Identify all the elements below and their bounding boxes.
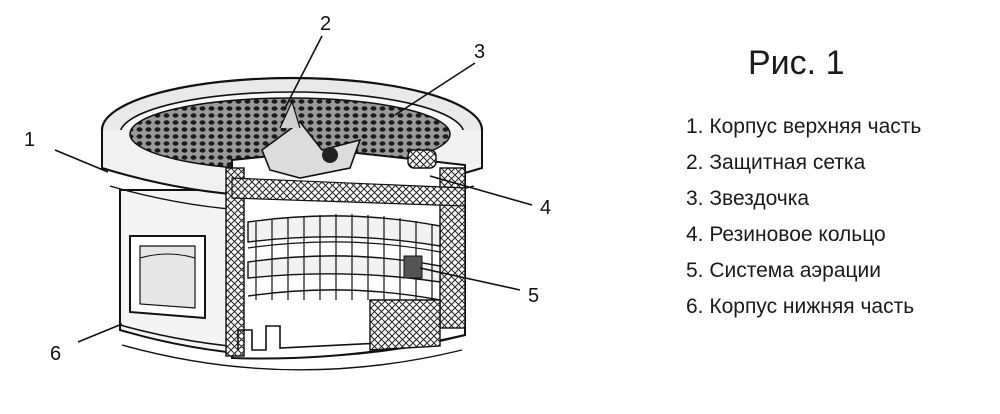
cutaway-section	[225, 100, 466, 360]
legend-item-housing-lower: 6. Корпус нижняя часть	[686, 295, 915, 318]
leader-4	[429, 175, 533, 206]
figure-title: Рис. 1	[748, 44, 845, 82]
callout-numbers: 1 2 3 4 5 6	[24, 13, 551, 365]
legend-list: 1. Корпус верхняя часть 2. Защитная сетк…	[686, 109, 996, 325]
leader-3	[394, 62, 476, 116]
callout-1: 1	[24, 129, 35, 151]
leader-1	[54, 149, 109, 173]
callout-2: 2	[320, 13, 331, 35]
star-insert	[261, 100, 362, 179]
legend-item-star: 3. Звездочка	[686, 187, 810, 210]
legend-item-aeration-system: 5. Система аэрации	[686, 259, 881, 282]
callout-4: 4	[540, 197, 551, 219]
callout-3: 3	[474, 41, 485, 63]
legend-item-rubber-ring: 4. Резиновое кольцо	[686, 223, 886, 246]
rubber-ring	[407, 149, 437, 169]
callout-5: 5	[528, 285, 539, 307]
legend: Рис. 1 1. Корпус верхняя часть 2. Защитн…	[686, 44, 996, 325]
leader-6	[77, 323, 123, 343]
legend-item-protective-mesh: 2. Защитная сетка	[686, 151, 866, 174]
leader-5	[419, 267, 521, 291]
aeration-system	[247, 214, 441, 301]
leader-2	[284, 35, 323, 109]
leader-lines	[54, 35, 533, 343]
legend-item-housing-upper: 1. Корпус верхняя часть	[686, 115, 922, 138]
callout-6: 6	[50, 343, 61, 365]
